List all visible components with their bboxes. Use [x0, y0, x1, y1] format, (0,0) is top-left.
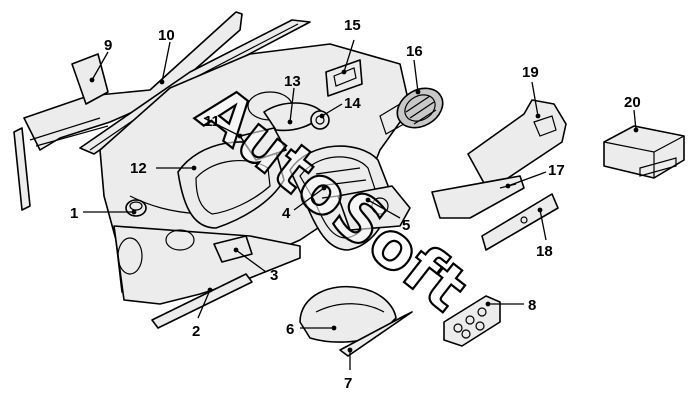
callout-6: 6	[286, 321, 294, 338]
callout-7: 7	[344, 375, 352, 392]
part-16-round-vent	[396, 87, 444, 129]
callout-12: 12	[130, 160, 147, 177]
parts-layer	[13, 11, 685, 357]
callout-17: 17	[548, 162, 565, 179]
part-15-bracket	[325, 59, 363, 97]
callout-labels: 1 2 3 4 5 6 7 8 9 10 11 12 13 14 15 16 1…	[70, 17, 641, 392]
callout-20: 20	[624, 94, 641, 111]
part-12-instrument-hood	[177, 141, 285, 229]
callout-11: 11	[204, 113, 220, 130]
callout-4: 4	[282, 205, 291, 222]
callout-13: 13	[284, 73, 301, 90]
callout-3: 3	[270, 267, 278, 284]
part-8-switch-block	[443, 295, 501, 347]
part-11-trim	[239, 127, 287, 161]
callout-19: 19	[522, 64, 539, 81]
callout-15: 15	[344, 17, 361, 34]
callout-18: 18	[536, 243, 553, 260]
part-17-glovebox-lid	[431, 175, 525, 219]
part-7-wedge-strip	[339, 311, 413, 357]
part-5-lower-bezel	[337, 185, 411, 231]
callout-10: 10	[158, 27, 175, 44]
callout-14: 14	[344, 95, 361, 112]
callout-2: 2	[192, 323, 200, 340]
leader-lines	[83, 39, 639, 370]
callout-5: 5	[402, 217, 410, 234]
part-2-lower-strip	[151, 273, 253, 329]
callout-1: 1	[70, 205, 78, 222]
callout-16: 16	[406, 43, 423, 60]
part-20-box-unit	[603, 125, 685, 179]
callout-9: 9	[104, 37, 112, 54]
callout-8: 8	[528, 297, 536, 314]
part-1-lighter	[125, 199, 147, 217]
